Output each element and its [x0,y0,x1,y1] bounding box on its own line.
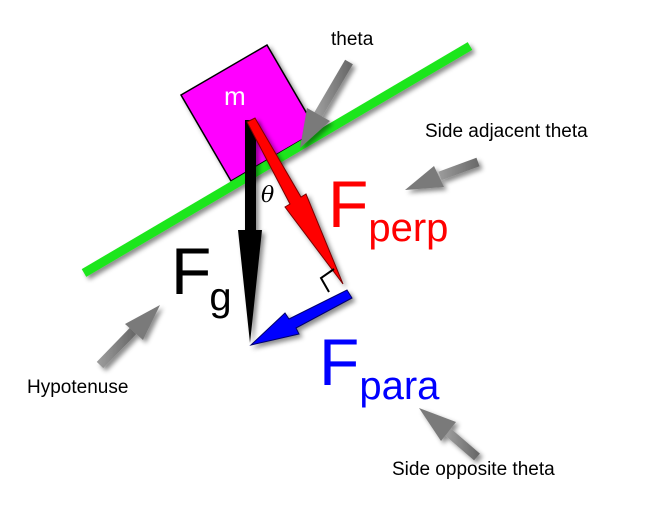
perpendicular-force-symbol: F [328,167,369,241]
gravity-force-subscript: g [209,275,232,319]
pointer-arrow-theta [300,59,353,148]
side-opposite-label: Side opposite theta [392,459,555,480]
right-angle-marker [319,268,335,293]
hypotenuse-label: Hypotenuse [27,377,129,398]
parallel-force-subscript: para [359,364,440,408]
perpendicular-force-subscript: perp [368,206,449,250]
parallel-force-label: Fpara [319,329,439,408]
perpendicular-force-arrow [246,117,344,285]
parallel-force-arrow [249,289,353,346]
gravity-force-symbol: F [171,234,212,308]
gravity-arrow [238,120,262,343]
pointer-arrow-side-opposite [419,408,480,461]
mass-label: m [224,81,246,111]
perpendicular-force-label: Fperp [328,171,448,250]
theta-symbol: θ [261,183,275,208]
gravity-force-label: Fg [171,238,234,319]
pointer-arrow-side-adjacent [405,157,480,190]
side-adjacent-label: Side adjacent theta [425,121,588,142]
theta-label: theta [331,29,374,50]
pointer-arrow-hypotenuse [96,305,160,369]
parallel-force-symbol: F [319,325,360,399]
